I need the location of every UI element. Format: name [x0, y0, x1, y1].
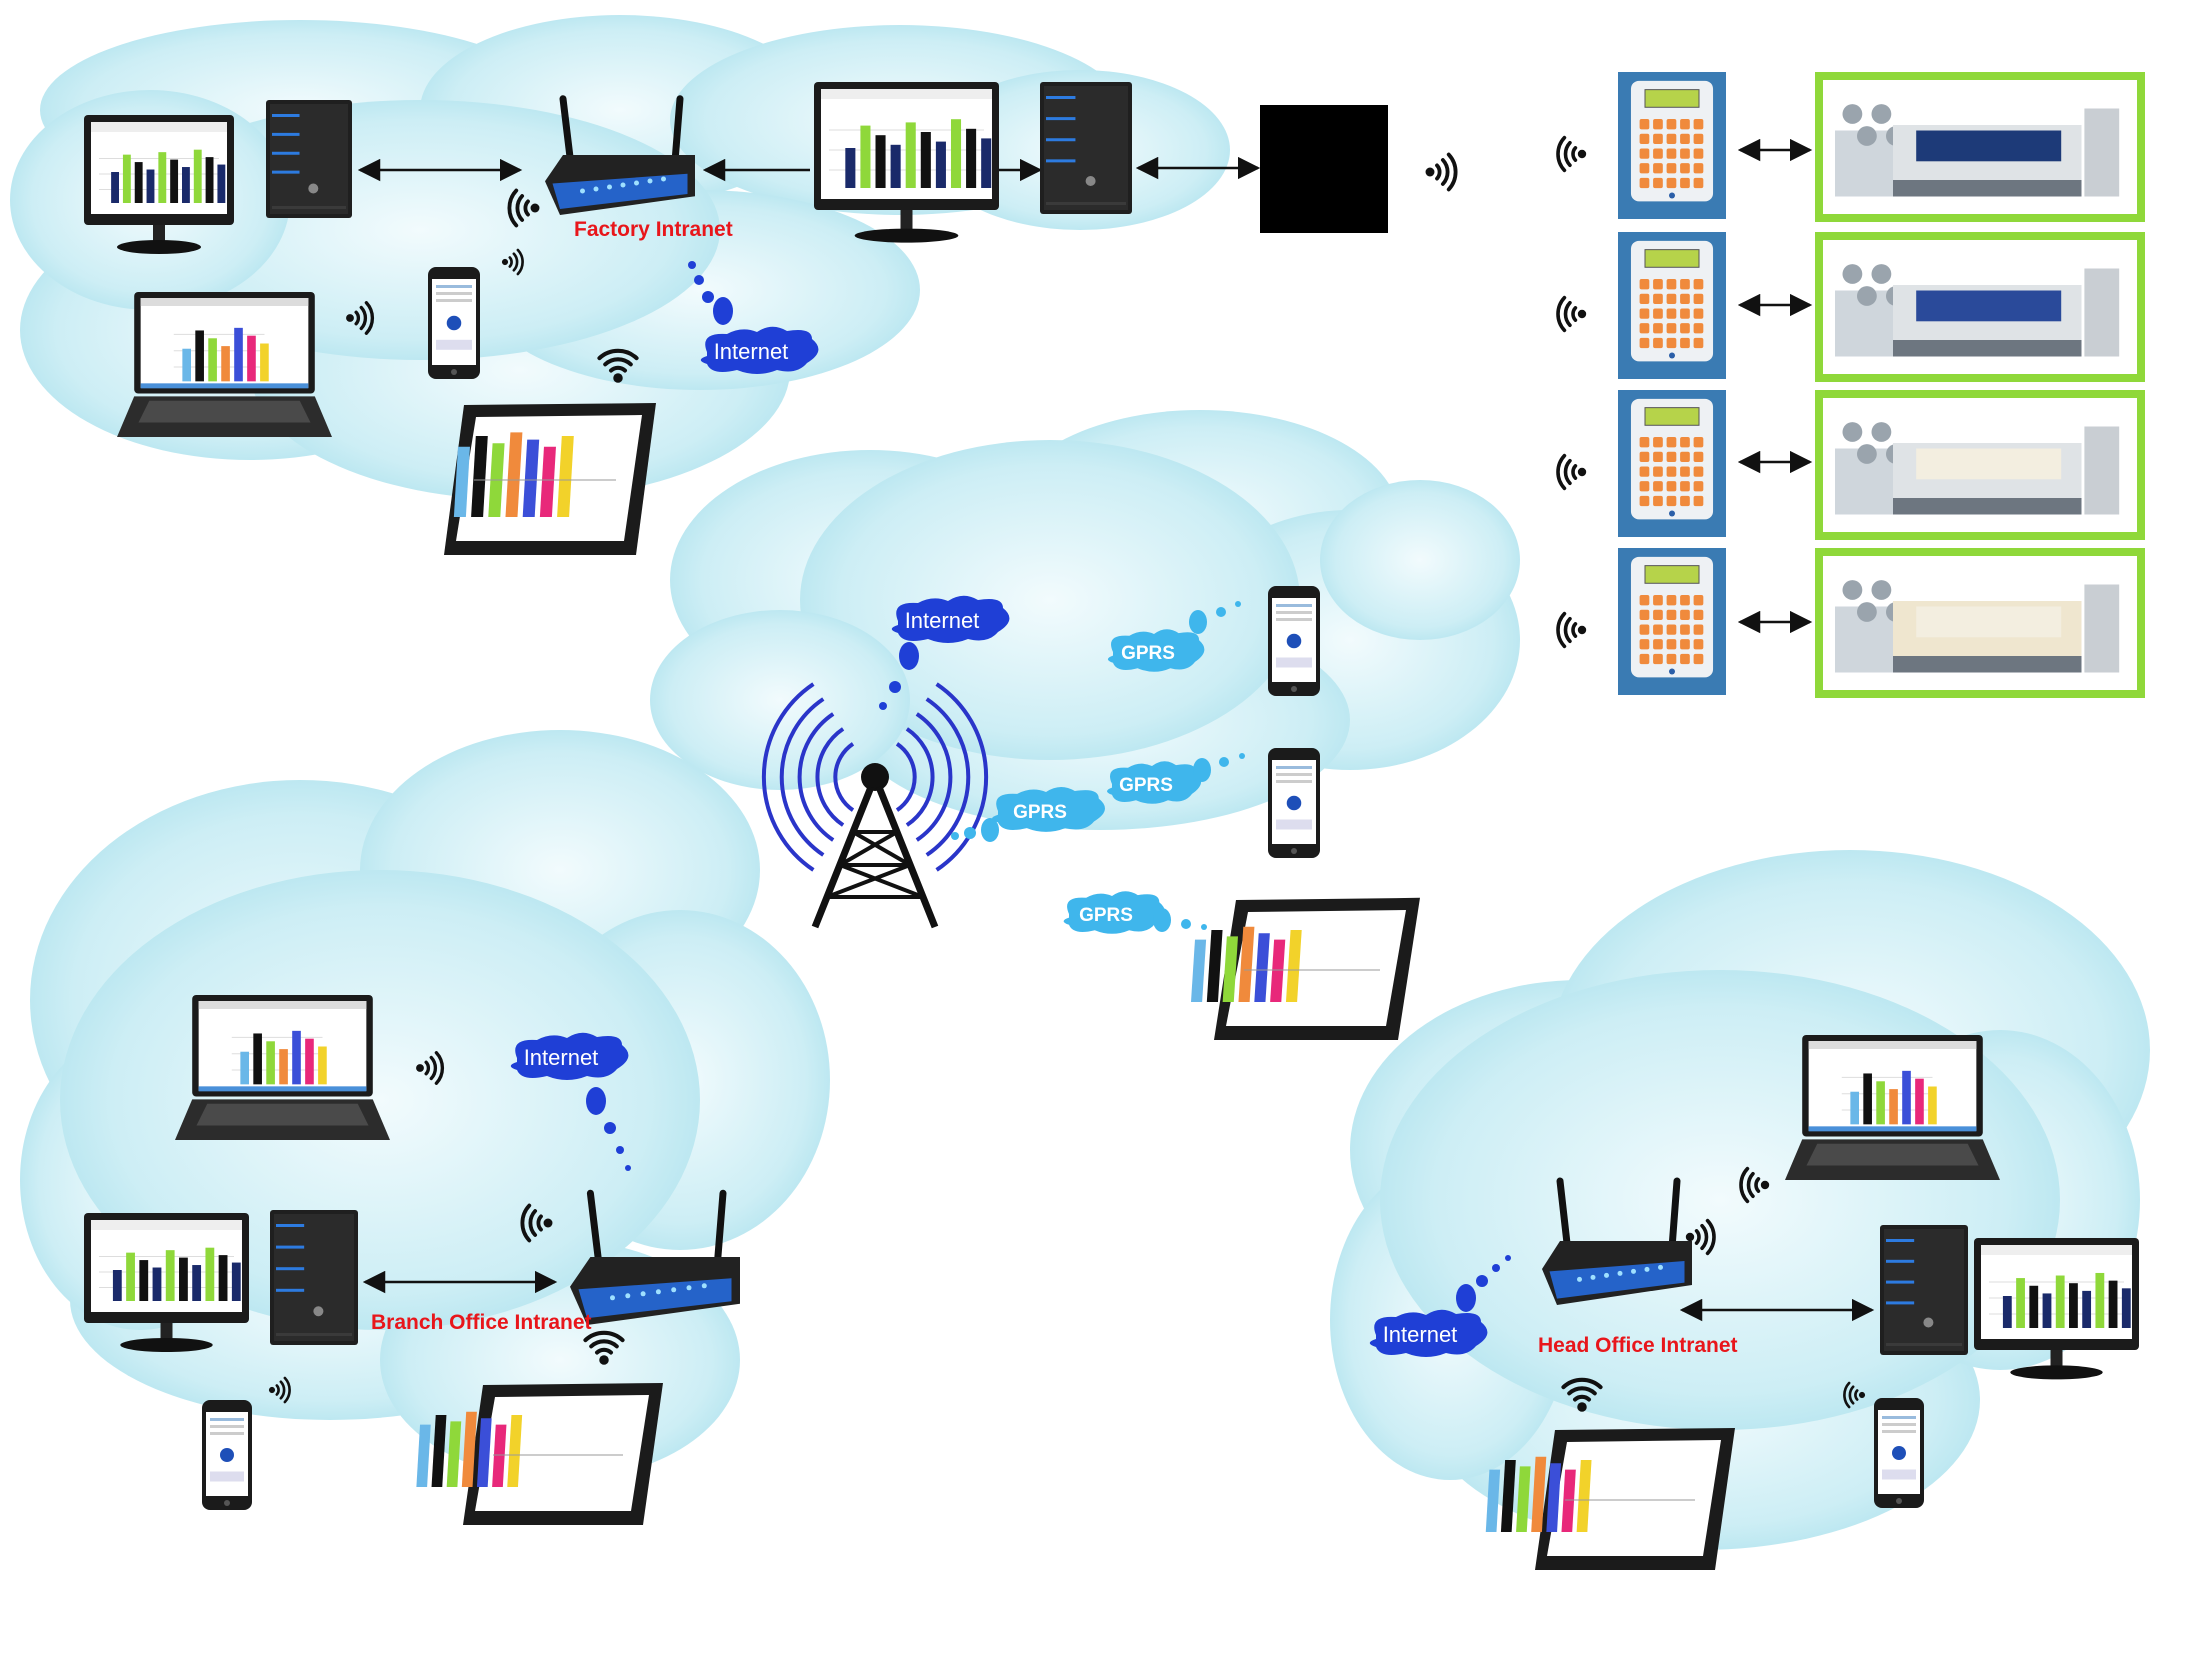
gprs-bubble-tower-text: GPRS — [1013, 802, 1067, 823]
tablet-icon — [416, 1383, 663, 1525]
wifi-signal-icon — [597, 348, 639, 383]
router-icon — [1542, 1177, 1692, 1305]
factory-intranet-label: Factory Intranet — [574, 218, 733, 241]
loom-controller-icon — [1618, 390, 1726, 537]
wifi-signal-icon — [268, 1376, 291, 1404]
monitor-icon — [814, 82, 999, 243]
internet-bubble-head-text: Internet — [1383, 1322, 1458, 1347]
internet-dots-head — [1456, 1255, 1511, 1312]
wifi-signal-icon — [1561, 1377, 1603, 1412]
laptop-icon — [175, 995, 390, 1140]
loom-controller-icon — [1618, 232, 1726, 379]
wifi-signal-icon — [1685, 1218, 1716, 1256]
gprs-bubble-phone1: GPRS — [1107, 629, 1205, 672]
wifi-signal-icon — [1556, 453, 1587, 491]
server-tower-icon — [1040, 82, 1132, 214]
internet-bubble-gprs-text: Internet — [905, 608, 980, 633]
wifi-signal-icon — [1556, 611, 1587, 649]
tablet-icon — [444, 403, 656, 555]
wifi-signal-icon — [507, 188, 540, 228]
tablet-icon — [1190, 897, 1420, 1040]
laptop-icon — [117, 292, 332, 437]
server-tower-icon — [1880, 1225, 1968, 1355]
server-tower-icon — [266, 100, 352, 218]
loom-machine-icon — [1815, 72, 2145, 222]
internet-bubble-head: Internet — [1369, 1309, 1488, 1357]
wifi-signal-icon — [583, 1330, 625, 1365]
wifi-signal-icon — [1739, 1166, 1770, 1204]
router-icon — [570, 1189, 740, 1325]
gprs-dots-tower — [951, 818, 999, 842]
cloud-head — [1330, 850, 2150, 1550]
monitor-icon — [84, 115, 234, 254]
wifi-signal-icon — [501, 248, 524, 276]
internet-bubble-gprs: Internet — [891, 595, 1010, 643]
smartphone-icon — [1268, 748, 1320, 858]
smartphone-icon — [428, 267, 480, 379]
smartphone-icon — [1874, 1398, 1924, 1508]
gprs-bubble-tablet-text: GPRS — [1079, 905, 1133, 926]
monitor-icon — [84, 1213, 249, 1352]
gprs-bubble-phone1-text: GPRS — [1121, 643, 1175, 664]
cell-tower-icon — [761, 682, 989, 929]
internet-bubble-branch: Internet — [510, 1032, 629, 1080]
server-tower-icon — [270, 1210, 358, 1345]
loom-machine-icon — [1815, 390, 2145, 540]
gprs-dots-tablet — [1153, 908, 1207, 932]
internet-dot-large — [713, 297, 733, 325]
smartphone-icon — [1268, 586, 1320, 696]
wifi-signal-icon — [416, 1051, 445, 1085]
wifi-signal-icon — [346, 301, 375, 335]
internet-bubble-factory-text: Internet — [714, 339, 789, 364]
gprs-bubble-tablet: GPRS — [1063, 891, 1165, 934]
cloud-gprs — [650, 410, 1520, 830]
internet-dots-factory — [688, 261, 714, 303]
wifi-signal-icon — [520, 1203, 553, 1243]
loom-machine-icon — [1815, 548, 2145, 698]
wifi-signal-icon — [1425, 152, 1458, 192]
internet-bubble-factory: Internet — [700, 326, 819, 374]
gprs-dots-phone1 — [1189, 601, 1241, 634]
router-icon — [545, 95, 695, 215]
monitor-icon — [1974, 1238, 2139, 1380]
gateway-box-icon — [1260, 105, 1388, 233]
internet-dots-branch — [586, 1087, 631, 1171]
internet-dots-gprs — [879, 642, 919, 710]
branch-office-intranet-label: Branch Office Intranet — [371, 1311, 592, 1334]
internet-bubble-branch-text: Internet — [524, 1045, 599, 1070]
loom-controller-icon — [1618, 72, 1726, 219]
smartphone-icon — [202, 1400, 252, 1510]
gprs-dots-phone2 — [1193, 753, 1245, 782]
cloud-branch — [20, 730, 830, 1480]
wifi-signal-icon — [1556, 135, 1587, 173]
head-office-intranet-label: Head Office Intranet — [1538, 1334, 1738, 1357]
wifi-signal-icon — [1843, 1381, 1866, 1409]
gprs-bubble-tower: GPRS — [991, 787, 1105, 832]
tablet-icon — [1485, 1428, 1735, 1570]
loom-machine-icon — [1815, 232, 2145, 382]
gprs-bubble-phone2: GPRS — [1107, 761, 1202, 804]
laptop-icon — [1785, 1035, 2000, 1180]
loom-controller-icon — [1618, 548, 1726, 695]
gprs-bubble-phone2-text: GPRS — [1119, 775, 1173, 796]
wifi-signal-icon — [1556, 295, 1587, 333]
